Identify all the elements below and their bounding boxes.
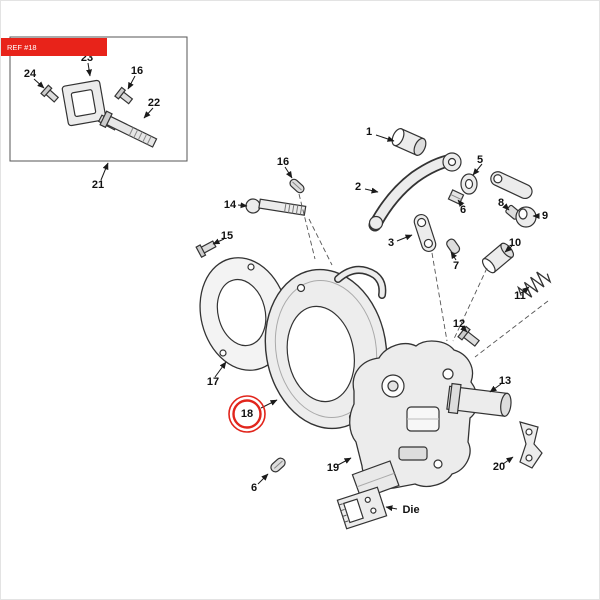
callout-part-2: 2 — [355, 181, 361, 193]
part-13-drawing — [446, 382, 512, 417]
die-drawing — [336, 486, 388, 530]
callout-part-6-lower: 6 — [251, 482, 257, 494]
ref-banner-bg — [1, 38, 107, 56]
callout-part-1: 1 — [366, 126, 372, 138]
callout-part-16-main: 16 — [277, 156, 289, 168]
callout-part-3: 3 — [388, 237, 394, 249]
part-14-drawing — [245, 198, 307, 216]
part-24-drawing — [40, 84, 60, 103]
callout-part-12: 12 — [453, 318, 465, 330]
callout-part-8: 8 — [498, 197, 504, 209]
part-19-drawing — [349, 340, 479, 489]
ref-banner-label: REF #18 — [7, 43, 37, 52]
part-6-upper-drawing — [447, 189, 465, 205]
housing-bracket-drawing — [351, 460, 400, 500]
part-1-drawing — [391, 128, 427, 156]
part-20-drawing — [519, 421, 543, 469]
part-5-drawing — [460, 173, 478, 195]
callout-part-9: 9 — [542, 210, 548, 222]
callout-part-10: 10 — [509, 237, 521, 249]
part-2-drawing — [368, 152, 462, 232]
callout-part-7: 7 — [453, 260, 459, 272]
part-17-hole-top — [247, 263, 255, 271]
callout-part-17: 17 — [207, 376, 219, 388]
leader-lines — [33, 62, 540, 512]
callout-part-13: 13 — [499, 375, 511, 387]
callout-part-16-inset: 16 — [131, 65, 143, 77]
part-15-drawing — [195, 240, 217, 259]
callout-part-15: 15 — [221, 230, 233, 242]
part-22-drawing — [99, 110, 158, 148]
callout-part-11: 11 — [514, 290, 526, 302]
part-23-drawing — [61, 79, 107, 127]
callout-die: Die — [402, 504, 419, 516]
callout-part-5: 5 — [477, 154, 483, 166]
callout-part-21: 21 — [92, 179, 104, 191]
part-16-main-drawing — [289, 178, 305, 194]
callout-part-24: 24 — [24, 68, 37, 80]
assembly-guide-lines — [298, 193, 549, 358]
part-7-drawing — [446, 238, 461, 255]
handle-drawing — [490, 171, 533, 200]
highlight-circle-18 — [228, 395, 266, 433]
callout-part-18: 18 — [241, 408, 253, 420]
callout-labels: 1 2 3 5 6 7 8 9 10 11 12 13 14 15 16 17 … — [24, 52, 548, 516]
callout-part-6-upper: 6 — [460, 204, 466, 216]
ref-banner: REF #18 — [1, 38, 107, 56]
part-9-drawing — [515, 206, 537, 228]
callout-part-22: 22 — [148, 97, 160, 109]
part-3-drawing — [413, 213, 437, 253]
callout-part-14: 14 — [224, 199, 237, 211]
callout-part-20: 20 — [493, 461, 505, 473]
part-17-hole-bottom — [219, 349, 227, 357]
callout-part-19: 19 — [327, 462, 339, 474]
part-16-inset-drawing — [114, 86, 134, 105]
part-6-lower-drawing — [270, 457, 286, 473]
